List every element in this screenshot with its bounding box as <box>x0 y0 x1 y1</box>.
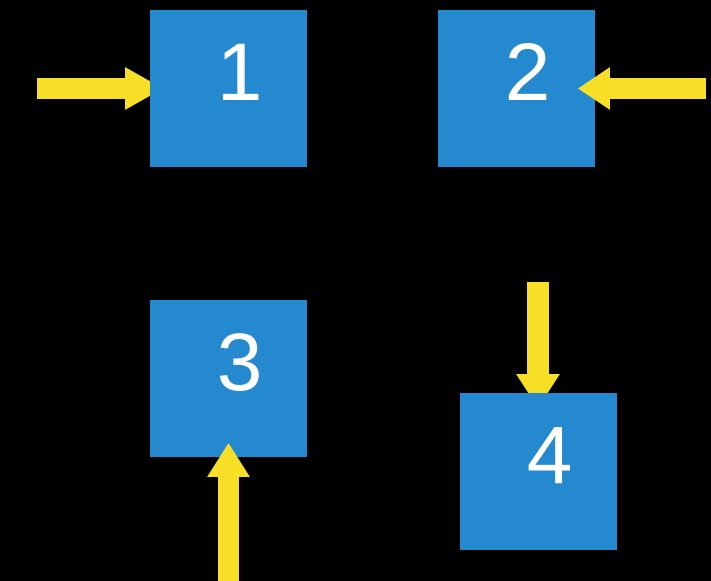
node-3[interactable]: 3 <box>150 300 307 457</box>
arrow-right-into-node-1 <box>37 67 163 110</box>
node-4[interactable]: 4 <box>460 393 617 550</box>
node-1[interactable]: 1 <box>150 10 307 167</box>
node-2-label: 2 <box>504 27 551 118</box>
node-2[interactable]: 2 <box>438 10 595 167</box>
node-1-background <box>150 10 307 167</box>
node-2-background <box>438 10 595 167</box>
node-1-label: 1 <box>216 27 263 118</box>
arrow-right-icon <box>37 67 163 110</box>
node-3-background <box>150 300 307 457</box>
arrow-up-icon <box>207 443 250 581</box>
node-4-background <box>460 393 617 550</box>
arrow-down-icon <box>516 282 560 408</box>
node-3-label: 3 <box>216 317 263 408</box>
arrow-down-into-node-4 <box>516 282 560 408</box>
node-4-label: 4 <box>526 410 573 501</box>
arrow-left-icon <box>578 67 706 110</box>
arrow-left-into-node-2 <box>578 67 706 110</box>
arrow-up-into-node-3 <box>207 443 250 581</box>
